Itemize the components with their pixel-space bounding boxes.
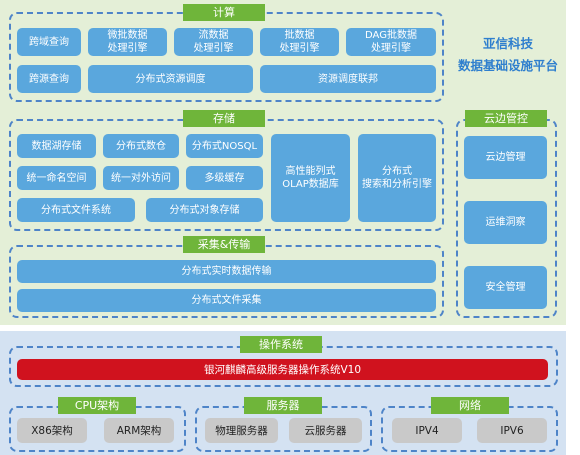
compute-box: 分布式资源调度 [88, 65, 253, 93]
compute-box: 跨源查询 [17, 65, 81, 93]
storage-box: 分布式数仓 [103, 134, 179, 158]
storage-box: 统一命名空间 [17, 166, 96, 190]
server-title: 服务器 [244, 397, 322, 414]
storage-box: 数据湖存储 [17, 134, 96, 158]
os-box: 银河麒麟高级服务器操作系统V10 [17, 359, 548, 380]
platform-title-line1: 亚信科技 [482, 36, 533, 51]
compute-title: 计算 [183, 4, 265, 21]
compute-box: 批数据 处理引擎 [260, 28, 339, 56]
cloud-edge-box: 运维洞察 [464, 201, 547, 244]
platform-title-line2: 数据基础设施平台 [457, 58, 558, 73]
network-box: IPV4 [392, 418, 462, 443]
olap-database-box: 高性能列式 OLAP数据库 [271, 134, 350, 222]
os-title: 操作系统 [240, 336, 322, 353]
storage-title: 存储 [183, 110, 265, 127]
storage-box: 分布式文件系统 [17, 198, 135, 222]
network-box: IPV6 [477, 418, 547, 443]
server-box: 物理服务器 [205, 418, 278, 443]
server-box: 云服务器 [289, 418, 362, 443]
compute-box: 跨域查询 [17, 28, 81, 56]
search-engine-box: 分布式 搜索和分析引擎 [358, 134, 436, 222]
storage-box: 统一对外访问 [103, 166, 179, 190]
compute-box: 微批数据 处理引擎 [88, 28, 167, 56]
network-title: 网络 [431, 397, 509, 414]
cloud-edge-box: 云边管理 [464, 136, 547, 179]
cpu-title: CPU架构 [58, 397, 136, 414]
storage-box: 分布式对象存储 [146, 198, 263, 222]
compute-box: 流数据 处理引擎 [174, 28, 253, 56]
storage-box: 多级缓存 [186, 166, 263, 190]
cpu-box: X86架构 [17, 418, 87, 443]
compute-box: 资源调度联邦 [260, 65, 436, 93]
cpu-box: ARM架构 [104, 418, 174, 443]
collect-box: 分布式文件采集 [17, 289, 436, 312]
cloud-edge-title: 云边管控 [465, 110, 547, 127]
cloud-edge-box: 安全管理 [464, 266, 547, 309]
compute-box: DAG批数据 处理引擎 [346, 28, 436, 56]
storage-box: 分布式NOSQL [186, 134, 263, 158]
collect-box: 分布式实时数据传输 [17, 260, 436, 283]
collect-title: 采集&传输 [183, 236, 265, 253]
